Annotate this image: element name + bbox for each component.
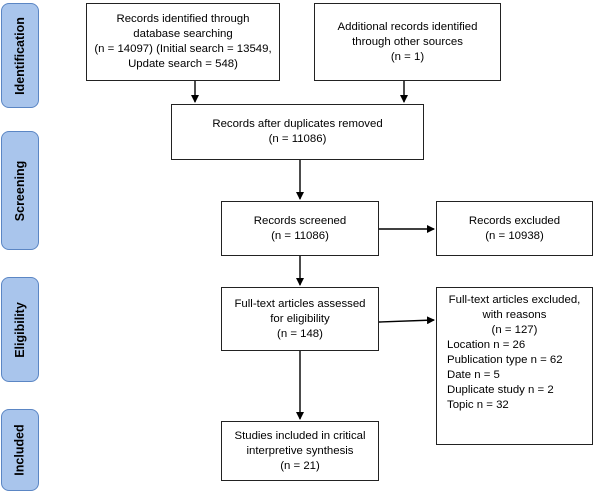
box-text: (n = 10938) bbox=[485, 229, 544, 242]
box-text: (n = 148) bbox=[277, 327, 323, 340]
box-text: Full-text articles assessed bbox=[234, 297, 366, 310]
box-text: with reasons bbox=[482, 309, 547, 321]
exclusion-reason: Publication type n = 62 bbox=[447, 354, 563, 366]
box-text: for eligibility bbox=[270, 312, 330, 325]
box-text: interpretive synthesis bbox=[246, 444, 354, 457]
exclusion-reason: Location n = 26 bbox=[447, 339, 526, 351]
box-text: Records after duplicates removed bbox=[212, 118, 383, 130]
arrow-fulltext-to-excluded bbox=[378, 316, 435, 325]
box-text: Full-text articles excluded, bbox=[448, 294, 581, 306]
box-text: (n = 14097) (Initial search = 13549, bbox=[94, 43, 272, 55]
phase-eligibility: Eligibility bbox=[1, 277, 39, 382]
box-studies-included: Studies included in critical interpretiv… bbox=[221, 421, 379, 481]
box-records-identified-other: Additional records identified through ot… bbox=[314, 3, 501, 81]
box-text: Records screened bbox=[253, 214, 347, 227]
box-records-excluded: Records excluded (n = 10938) bbox=[436, 201, 593, 256]
exclusion-reason: Topic n = 32 bbox=[447, 399, 509, 411]
box-text: Records excluded bbox=[468, 214, 561, 227]
box-text: Update search = 548) bbox=[128, 58, 238, 70]
exclusion-reason: Duplicate study n = 2 bbox=[447, 384, 554, 396]
box-text: through other sources bbox=[352, 35, 463, 48]
box-fulltext-assessed: Full-text articles assessed for eligibil… bbox=[221, 287, 379, 351]
box-text: Records identified through bbox=[116, 13, 250, 25]
phase-identification: Identification bbox=[1, 3, 39, 108]
box-records-screened: Records screened (n = 11086) bbox=[221, 201, 379, 256]
box-records-identified-database: Records identified through database sear… bbox=[86, 3, 280, 81]
exclusion-reason: Date n = 5 bbox=[447, 369, 500, 381]
box-text: Additional records identified bbox=[337, 20, 478, 33]
box-text: (n = 127) bbox=[491, 324, 538, 336]
box-text: (n = 11086) bbox=[271, 229, 329, 242]
box-after-duplicates: Records after duplicates removed (n = 11… bbox=[171, 104, 424, 160]
phase-included: Included bbox=[1, 409, 39, 491]
box-text: (n = 1) bbox=[390, 50, 425, 63]
box-text: (n = 21) bbox=[280, 459, 320, 472]
box-text: database searching bbox=[133, 28, 233, 40]
box-text: (n = 11086) bbox=[268, 133, 327, 145]
box-text: Studies included in critical bbox=[234, 429, 366, 442]
phase-screening: Screening bbox=[1, 131, 39, 250]
box-fulltext-excluded: Full-text articles excluded, with reason… bbox=[436, 287, 593, 445]
